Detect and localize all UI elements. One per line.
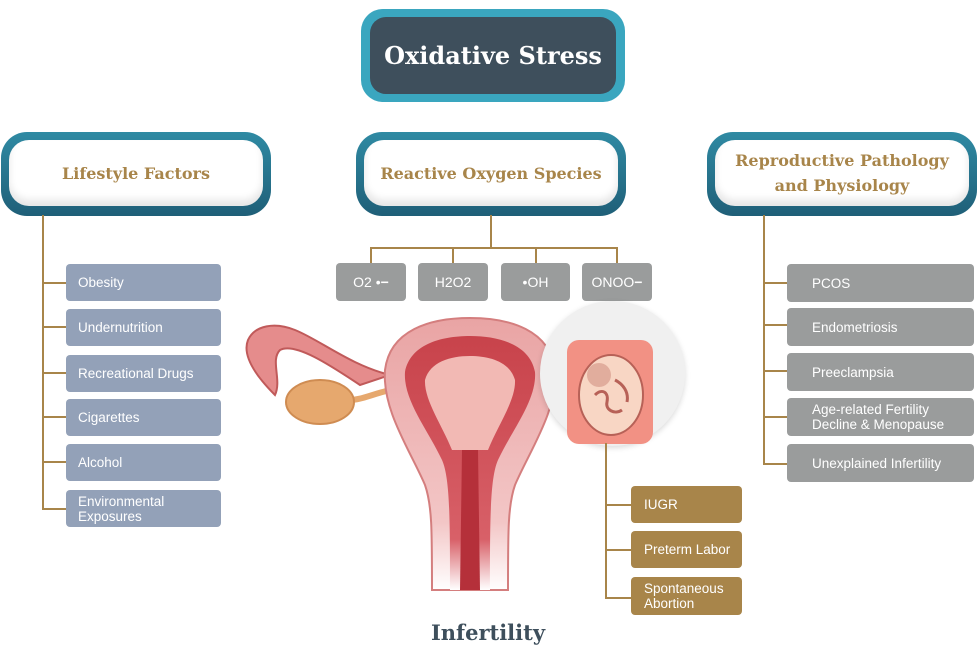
connector-line <box>42 508 66 510</box>
connector-line <box>42 372 66 374</box>
lifestyle-item-cigarettes: Cigarettes <box>66 399 221 436</box>
connector-line <box>535 247 537 263</box>
ros-item-label: O2 • <box>353 274 381 290</box>
reproductive-heading-line2: and Physiology <box>774 176 910 195</box>
lifestyle-heading: Lifestyle Factors <box>9 140 263 206</box>
connector-line <box>763 324 787 326</box>
reproductive-item-age-related-decline: Age-related Fertility Decline & Menopaus… <box>787 398 974 436</box>
lifestyle-item-undernutrition: Undernutrition <box>66 309 221 346</box>
connector-line <box>452 247 454 263</box>
connector-line <box>605 597 631 599</box>
connector-line <box>763 282 787 284</box>
fetus-icon <box>578 354 644 436</box>
lifestyle-trunk-line <box>42 215 44 510</box>
reproductive-item-unexplained-infertility: Unexplained Infertility <box>787 444 974 482</box>
connector-line <box>763 370 787 372</box>
outcome-item-preterm-labor: Preterm Labor <box>631 531 742 568</box>
outcome-item-iugr: IUGR <box>631 486 742 523</box>
ros-item-peroxynitrite: ONOO− <box>582 263 652 301</box>
lifestyle-item-environmental-exposures: Environmental Exposures <box>66 490 221 527</box>
fallopian-tube <box>245 324 394 397</box>
ros-item-hydrogen-peroxide: H2O2 <box>418 263 488 301</box>
reproductive-item-endometriosis: Endometriosis <box>787 308 974 346</box>
reproductive-heading-line1: Reproductive Pathology <box>735 151 949 170</box>
connector-line <box>616 247 618 263</box>
connector-line <box>42 416 66 418</box>
diagram-title: Oxidative Stress <box>370 17 616 94</box>
ros-item-label: ONOO <box>591 274 635 290</box>
connector-line <box>370 247 372 263</box>
ros-trunk-line <box>490 215 492 248</box>
superscript-minus: − <box>634 274 643 290</box>
connector-line <box>605 549 631 551</box>
ros-heading: Reactive Oxygen Species <box>364 140 618 206</box>
reproductive-heading: Reproductive Pathology and Physiology <box>715 140 969 206</box>
connector-line <box>42 461 66 463</box>
superscript-minus: − <box>380 274 389 290</box>
reproductive-item-preeclampsia: Preeclampsia <box>787 353 974 391</box>
cervical-canal <box>460 450 480 590</box>
endometrium <box>424 356 516 450</box>
connector-line <box>42 326 66 328</box>
lifestyle-item-alcohol: Alcohol <box>66 444 221 481</box>
ovary <box>285 379 355 425</box>
infertility-label: Infertility <box>430 620 546 645</box>
lifestyle-item-obesity: Obesity <box>66 264 221 301</box>
connector-line <box>763 463 787 465</box>
ros-bar-line <box>370 247 618 249</box>
ros-item-hydroxyl: •OH <box>501 263 570 301</box>
lifestyle-item-recreational-drugs: Recreational Drugs <box>66 355 221 392</box>
uterus-illustration <box>245 316 586 591</box>
ovary-ligament <box>349 387 391 403</box>
outcome-trunk-line <box>605 443 607 599</box>
outcome-item-spontaneous-abortion: Spontaneous Abortion <box>631 577 742 615</box>
connector-line <box>42 282 66 284</box>
reproductive-item-pcos: PCOS <box>787 264 974 302</box>
reproductive-trunk-line <box>763 215 765 465</box>
ros-item-superoxide: O2 •− <box>336 263 406 301</box>
connector-line <box>763 416 787 418</box>
connector-line <box>605 504 631 506</box>
